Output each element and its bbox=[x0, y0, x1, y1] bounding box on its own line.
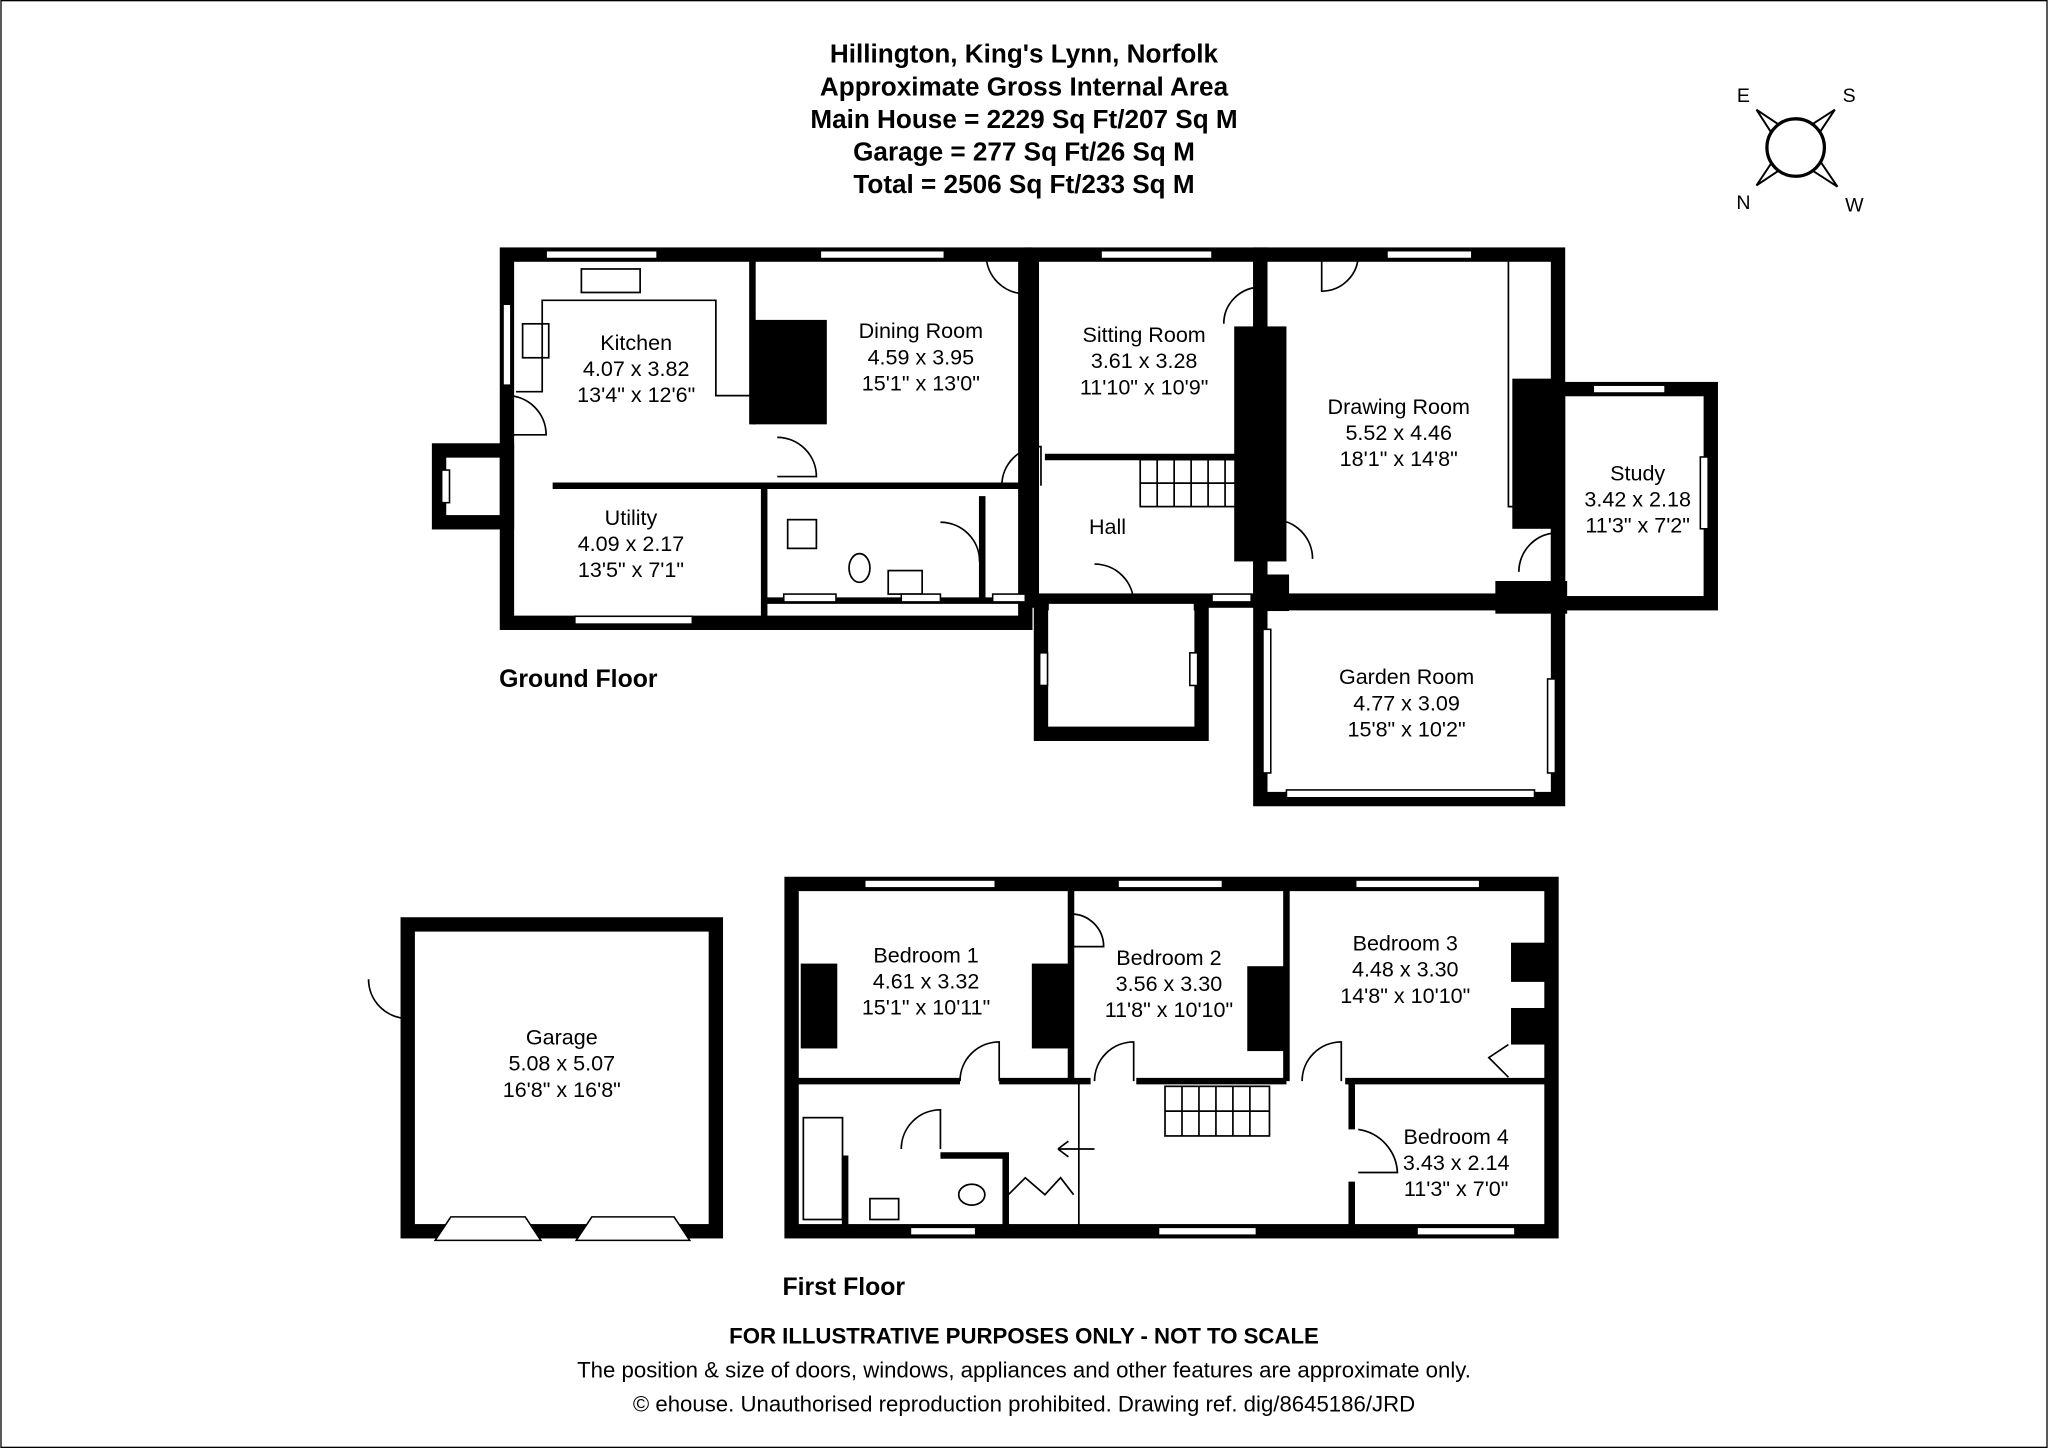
room-name: Bedroom 1 bbox=[873, 943, 978, 967]
main-house-area: Main House = 2229 Sq Ft/207 Sq M bbox=[810, 104, 1237, 134]
room-bedroom-3: Bedroom 3 4.48 x 3.30 14'8" x 10'10" bbox=[1340, 932, 1470, 1008]
room-metric: 3.43 x 2.14 bbox=[1403, 1151, 1510, 1175]
room-hall: Hall bbox=[1089, 515, 1126, 539]
room-metric: 3.56 x 3.30 bbox=[1116, 972, 1223, 996]
room-metric: 5.52 x 4.46 bbox=[1345, 421, 1452, 445]
room-name: Garage bbox=[526, 1026, 598, 1050]
room-bedroom-2: Bedroom 2 3.56 x 3.30 11'8" x 10'10" bbox=[1105, 946, 1233, 1022]
room-imperial: 11'10" x 10'9" bbox=[1080, 375, 1208, 399]
room-sitting: Sitting Room 3.61 x 3.28 11'10" x 10'9" bbox=[1080, 323, 1208, 399]
room-imperial: 11'3" x 7'0" bbox=[1404, 1177, 1509, 1201]
room-name: Kitchen bbox=[600, 331, 672, 355]
ground-floor-label: Ground Floor bbox=[499, 666, 658, 693]
room-imperial: 13'4" x 12'6" bbox=[577, 383, 695, 407]
disclaimer: FOR ILLUSTRATIVE PURPOSES ONLY - NOT TO … bbox=[729, 1324, 1319, 1349]
room-garage: Garage 5.08 x 5.07 16'8" x 16'8" bbox=[503, 1026, 621, 1102]
compass-s: S bbox=[1843, 85, 1856, 107]
room-name: Drawing Room bbox=[1328, 395, 1470, 419]
room-metric: 4.77 x 3.09 bbox=[1353, 691, 1460, 715]
compass-n: N bbox=[1736, 192, 1750, 214]
room-metric: 4.48 x 3.30 bbox=[1352, 958, 1459, 982]
room-name: Bedroom 2 bbox=[1116, 946, 1221, 970]
total-area: Total = 2506 Sq Ft/233 Sq M bbox=[853, 169, 1194, 199]
room-imperial: 18'1" x 14'8" bbox=[1340, 447, 1458, 471]
room-imperial: 13'5" x 7'1" bbox=[578, 558, 684, 582]
room-imperial: 15'1" x 13'0" bbox=[862, 371, 980, 395]
room-metric: 4.59 x 3.95 bbox=[868, 345, 975, 369]
room-imperial: 11'8" x 10'10" bbox=[1105, 998, 1233, 1022]
room-metric: 3.42 x 2.18 bbox=[1584, 488, 1691, 512]
room-study: Study 3.42 x 2.18 11'3" x 7'2" bbox=[1584, 461, 1691, 537]
header: Hillington, King's Lynn, Norfolk Approxi… bbox=[810, 39, 1237, 200]
room-name: Bedroom 3 bbox=[1353, 932, 1458, 956]
room-bedroom-4: Bedroom 4 3.43 x 2.14 11'3" x 7'0" bbox=[1403, 1125, 1510, 1201]
room-metric: 3.61 x 3.28 bbox=[1091, 349, 1198, 373]
room-metric: 5.08 x 5.07 bbox=[509, 1052, 616, 1076]
garage-area: Garage = 277 Sq Ft/26 Sq M bbox=[853, 137, 1195, 167]
ground-floor-plan bbox=[431, 247, 1718, 807]
room-drawing: Drawing Room 5.52 x 4.46 18'1" x 14'8" bbox=[1328, 395, 1470, 471]
room-name: Dining Room bbox=[859, 319, 983, 343]
compass-icon: E S N W bbox=[1736, 85, 1864, 217]
room-imperial: 15'1" x 10'11" bbox=[862, 996, 990, 1020]
location-title: Hillington, King's Lynn, Norfolk bbox=[830, 39, 1219, 69]
room-imperial: 16'8" x 16'8" bbox=[503, 1078, 621, 1102]
room-name: Utility bbox=[605, 506, 658, 530]
room-kitchen: Kitchen 4.07 x 3.82 13'4" x 12'6" bbox=[577, 331, 695, 407]
room-dining: Dining Room 4.59 x 3.95 15'1" x 13'0" bbox=[859, 319, 983, 395]
room-bedroom-1: Bedroom 1 4.61 x 3.32 15'1" x 10'11" bbox=[862, 943, 990, 1019]
room-name: Study bbox=[1610, 461, 1665, 485]
first-floor-plan bbox=[784, 876, 1559, 1239]
room-imperial: 14'8" x 10'10" bbox=[1340, 984, 1470, 1008]
room-metric: 4.09 x 2.17 bbox=[578, 532, 685, 556]
room-name: Bedroom 4 bbox=[1404, 1125, 1509, 1149]
first-floor-label: First Floor bbox=[782, 1274, 905, 1301]
room-garden: Garden Room 4.77 x 3.09 15'8" x 10'2" bbox=[1339, 665, 1474, 741]
room-metric: 4.07 x 3.82 bbox=[583, 357, 690, 381]
area-subtitle: Approximate Gross Internal Area bbox=[820, 71, 1229, 101]
room-imperial: 11'3" x 7'2" bbox=[1585, 514, 1690, 538]
room-metric: 4.61 x 3.32 bbox=[873, 969, 980, 993]
compass-e: E bbox=[1737, 85, 1750, 107]
garage-plan bbox=[367, 917, 724, 1242]
room-name: Sitting Room bbox=[1082, 323, 1205, 347]
room-imperial: 15'8" x 10'2" bbox=[1348, 717, 1466, 741]
room-name: Garden Room bbox=[1339, 665, 1474, 689]
room-utility: Utility 4.09 x 2.17 13'5" x 7'1" bbox=[578, 506, 685, 582]
compass-w: W bbox=[1845, 195, 1864, 217]
approximation-note: The position & size of doors, windows, a… bbox=[577, 1357, 1471, 1382]
copyright: © ehouse. Unauthorised reproduction proh… bbox=[633, 1391, 1415, 1416]
